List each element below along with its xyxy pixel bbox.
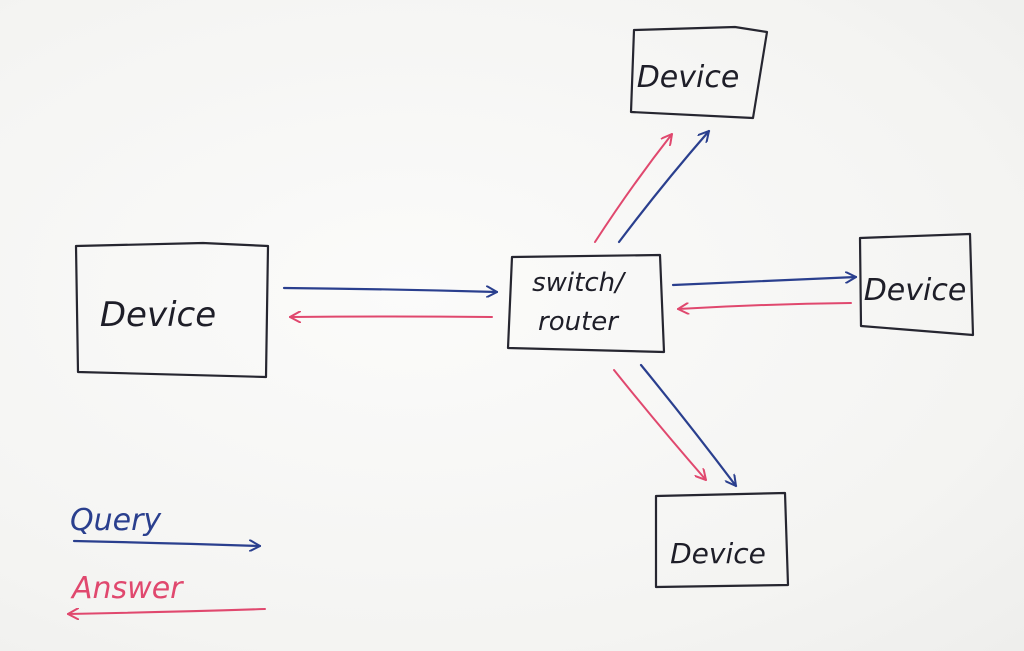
top-device-node: Device: [629, 25, 769, 120]
top-device-label: Device: [637, 60, 740, 95]
legend-query-label: Query: [70, 503, 162, 538]
left-device-label: Device: [100, 295, 216, 335]
legend-query-arrow: [72, 541, 260, 546]
answer-arrow-from-right-device: [678, 302, 852, 309]
bottom-device-node: Device: [654, 491, 790, 589]
right-device-label: Device: [864, 273, 967, 308]
legend-answer-arrow: [68, 609, 266, 614]
hub-label-line2: router: [538, 307, 620, 337]
switch-router-node: switch/ router: [506, 253, 666, 354]
bottom-device-label: Device: [670, 537, 766, 570]
legend-answer-label: Answer: [70, 571, 184, 606]
answer-arrow-to-bottom-device: [613, 369, 706, 480]
answer-arrow-to-left-device: [290, 317, 493, 318]
query-arrow-to-hub: [282, 288, 497, 292]
right-device-node: Device: [858, 232, 975, 337]
query-arrow-to-bottom-device: [639, 363, 736, 486]
hub-label-line1: switch/: [532, 268, 627, 298]
query-arrow-to-top-device: [617, 131, 709, 244]
legend: Query Answer: [68, 503, 266, 614]
answer-arrow-to-top-device: [594, 134, 672, 243]
query-arrow-to-right-device: [671, 277, 856, 287]
left-device-node: Device: [74, 241, 270, 379]
